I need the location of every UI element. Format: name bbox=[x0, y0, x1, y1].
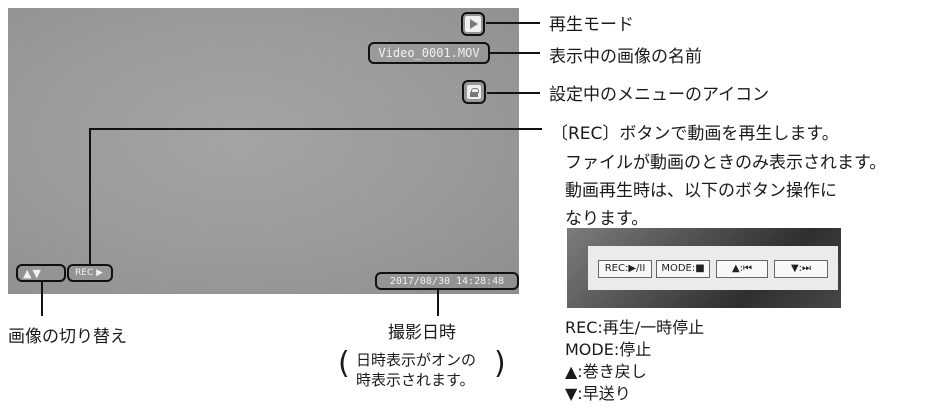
legend-mode: MODE:停止 bbox=[565, 340, 652, 359]
rec-desc-line: 〔REC〕ボタンで動画を再生します。 bbox=[551, 124, 839, 144]
leader-mode bbox=[486, 22, 540, 24]
panel-rec-button: REC:▶/II bbox=[598, 260, 652, 278]
rec-indicator-text: REC ▶ bbox=[75, 268, 104, 278]
play-mode-icon bbox=[465, 16, 481, 32]
leader-filename bbox=[490, 52, 540, 54]
panel-down-button: ▼:⏭ bbox=[774, 260, 828, 278]
datetime-box: 2017/08/30 14:28:48 bbox=[375, 272, 519, 290]
datetime-note: 日時表示がオンの 時表示されます。 bbox=[356, 350, 476, 390]
rec-desc-line: 動画再生時は、以下のボタン操作に bbox=[565, 181, 837, 201]
rec-desc-line: なります。 bbox=[565, 209, 649, 229]
datetime-note-line: 時表示されます。 bbox=[356, 371, 475, 389]
mode-indicator-box bbox=[461, 12, 485, 36]
datetime-note-line: 日時表示がオンの bbox=[356, 351, 477, 369]
leader-menu-icon bbox=[487, 92, 540, 94]
filename-box: Video_0001.MOV bbox=[368, 42, 490, 64]
camera-screen bbox=[8, 8, 519, 294]
left-paren: ( bbox=[338, 346, 350, 381]
filename-text: Video_0001.MOV bbox=[378, 46, 480, 60]
image-switch-box: ▲▼ bbox=[16, 264, 66, 282]
label-filename: 表示中の画像の名前 bbox=[549, 47, 702, 67]
legend-rewind: ▲:巻き戻し bbox=[565, 362, 647, 381]
label-datetime: 撮影日時 bbox=[388, 323, 456, 343]
datetime-text: 2017/08/30 14:28:48 bbox=[389, 276, 505, 287]
lock-icon bbox=[467, 85, 481, 99]
label-image-switch: 画像の切り替え bbox=[8, 327, 127, 347]
label-menu-icon: 設定中のメニューのアイコン bbox=[549, 85, 770, 105]
panel-mode-button: MODE:■ bbox=[656, 260, 710, 278]
rec-indicator-box: REC ▶ bbox=[67, 264, 113, 282]
label-mode: 再生モード bbox=[549, 15, 634, 35]
panel-up-button: ▲:⏮ bbox=[716, 260, 768, 278]
menu-icon-box bbox=[462, 80, 486, 104]
right-paren: ) bbox=[494, 346, 506, 381]
legend-fast-forward: ▼:早送り bbox=[565, 384, 631, 403]
leader-datetime bbox=[437, 290, 439, 316]
legend-rec: REC:再生/一時停止 bbox=[565, 318, 705, 337]
up-down-arrows: ▲▼ bbox=[23, 267, 42, 280]
rec-desc-line: ファイルが動画のときのみ表示されます。 bbox=[565, 153, 887, 173]
leader-rec-v bbox=[89, 128, 91, 264]
button-panel: REC:▶/II MODE:■ ▲:⏮ ▼:⏭ bbox=[588, 246, 838, 290]
leader-rec-h bbox=[90, 128, 542, 130]
leader-switch bbox=[41, 282, 43, 316]
